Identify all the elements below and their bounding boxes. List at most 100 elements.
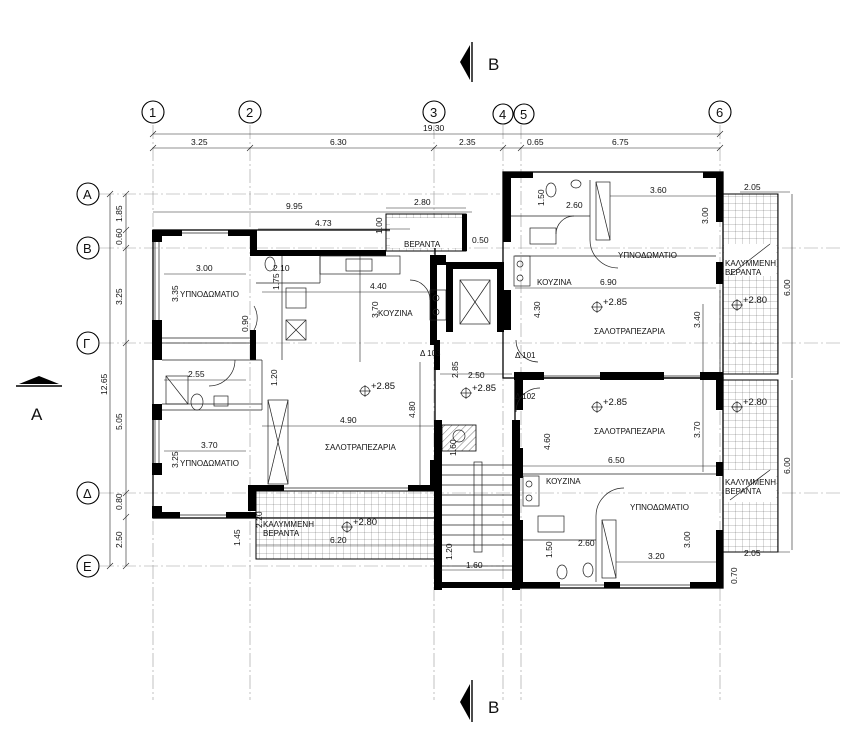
room-covered-veranda-w2: ΒΕΡΑΝΤΑ	[263, 529, 300, 538]
dim-120b: 1.20	[444, 543, 454, 560]
room-labels: ΥΠΝΟΔΩΜΑΤΙΟ ΥΠΝΟΔΩΜΑΤΙΟ ΚΟΥΖΙΝΑ ΣΑΛΟΤΡΑΠ…	[180, 240, 776, 538]
left-dimension-chain: 12.65 1.85 0.60 3.25 5.05 0.80 2.50	[99, 190, 130, 570]
dim-left-4: 5.05	[114, 413, 124, 430]
section-B-bottom: B	[488, 698, 499, 717]
dim-335: 3.35	[170, 285, 180, 302]
dim-255: 2.55	[188, 369, 205, 379]
dim-120: 1.20	[269, 369, 279, 386]
axis-G: Γ	[83, 336, 90, 351]
dim-left-5: 0.80	[114, 493, 124, 510]
axis-4: 4	[499, 107, 506, 122]
dim-205b: 2.05	[744, 548, 761, 558]
dim-150b: 1.50	[544, 541, 554, 558]
dim-440: 4.40	[370, 281, 387, 291]
axis-1: 1	[149, 105, 156, 120]
west-top-veranda	[385, 213, 467, 252]
axis-2: 2	[246, 105, 253, 120]
axis-3: 3	[430, 105, 437, 120]
dim-300b: 3.00	[700, 207, 710, 224]
se-apartment-walls	[514, 377, 724, 589]
dim-995: 9.95	[286, 201, 303, 211]
dim-360: 3.60	[650, 185, 667, 195]
section-B-top: B	[488, 55, 499, 74]
axis-D: Δ	[83, 486, 92, 501]
room-living-ne: ΣΑΛΟΤΡΑΠΕΖΑΡΙΑ	[594, 327, 666, 336]
dim-300c: 3.00	[682, 531, 692, 548]
axis-E: Ε	[83, 559, 92, 574]
dim-370b: 3.70	[201, 440, 218, 450]
room-covered-ne1: ΚΑΛΥΜΜΕΝΗ	[725, 259, 776, 268]
level-landing: +2.85	[472, 383, 496, 394]
door-d101: Δ 101	[515, 351, 536, 360]
stair-core	[434, 262, 520, 590]
room-kitchen-w: ΚΟΥΖΙΝΑ	[378, 309, 413, 318]
axis-A: Α	[83, 187, 92, 202]
se-covered-veranda	[722, 379, 779, 553]
dim-seg-4: 0.65	[527, 137, 544, 147]
ne-covered-veranda	[722, 193, 779, 375]
room-veranda-top: ΒΕΡΑΝΤΑ	[404, 240, 441, 249]
room-covered-veranda-w1: ΚΑΛΥΜΜΕΝΗ	[263, 520, 314, 529]
dim-205: 2.05	[744, 182, 761, 192]
interior-dim-texts: 9.95 4.73 2.80 1.00 0.50 3.00 3.35 2.10 …	[170, 182, 792, 584]
west-apartment-walls	[152, 229, 447, 519]
dim-seg-3: 2.35	[459, 137, 476, 147]
dim-260: 2.60	[566, 200, 583, 210]
level-veranda-se: +2.80	[743, 397, 767, 408]
dim-300: 3.00	[196, 263, 213, 273]
room-kitchen-se: ΚΟΥΖΙΝΑ	[546, 477, 581, 486]
room-bedroom-w2: ΥΠΝΟΔΩΜΑΤΙΟ	[180, 459, 239, 468]
door-d103: Δ 103	[420, 349, 441, 358]
dim-100: 1.00	[374, 217, 384, 234]
dim-473: 4.73	[315, 218, 332, 228]
room-covered-se2: ΒΕΡΑΝΤΑ	[725, 487, 762, 496]
dim-160: 1.60	[448, 439, 458, 456]
level-veranda-w: +2.80	[353, 517, 377, 528]
dim-280: 2.80	[414, 197, 431, 207]
level-veranda-ne: +2.80	[743, 295, 767, 306]
section-A: A	[31, 405, 43, 424]
level-marks: +2.85 +2.85 +2.80 +2.85 +2.80 +2.85 +2.8…	[341, 295, 767, 533]
dim-650: 6.50	[608, 455, 625, 465]
room-bedroom-se: ΥΠΝΟΔΩΜΑΤΙΟ	[630, 503, 689, 512]
room-living-se: ΣΑΛΟΤΡΑΠΕΖΑΡΙΑ	[594, 427, 666, 436]
dim-seg-1: 3.25	[191, 137, 208, 147]
axis-bubbles-numbers: 1 2 3 4 5 6	[141, 100, 732, 125]
dim-210: 2.10	[273, 263, 290, 273]
dim-total-height: 12.65	[99, 373, 109, 395]
axis-B: Β	[83, 241, 92, 256]
axis-bubbles-letters: Α Β Γ Δ Ε	[76, 182, 100, 578]
dim-left-1: 1.85	[114, 205, 124, 222]
dim-145: 1.45	[232, 529, 242, 546]
dim-600: 6.00	[782, 279, 792, 296]
dim-160b: 1.60	[466, 560, 483, 570]
room-bedroom-ne: ΥΠΝΟΔΩΜΑΤΙΟ	[618, 251, 677, 260]
dim-left-6: 2.50	[114, 531, 124, 548]
interior-dim-lines	[153, 191, 793, 571]
room-living-w: ΣΑΛΟΤΡΑΠΕΖΑΡΙΑ	[325, 443, 397, 452]
dim-090: 0.90	[240, 315, 250, 332]
dim-490: 4.90	[340, 415, 357, 425]
door-d102: Δ 102	[515, 392, 536, 401]
level-living-ne: +2.85	[603, 297, 627, 308]
dim-seg-5: 6.75	[612, 137, 629, 147]
section-markers: B B A	[16, 42, 499, 722]
door-tags: Δ 103 Δ 101 Δ 102	[420, 349, 536, 401]
dim-690: 6.90	[600, 277, 617, 287]
dim-seg-2: 6.30	[330, 137, 347, 147]
level-living-se: +2.85	[603, 397, 627, 408]
room-covered-ne2: ΒΕΡΑΝΤΑ	[725, 268, 762, 277]
dim-370c: 3.70	[692, 421, 702, 438]
dim-340: 3.40	[692, 311, 702, 328]
dim-460: 4.60	[542, 433, 552, 450]
room-covered-se1: ΚΑΛΥΜΜΕΝΗ	[725, 478, 776, 487]
dim-left-3: 3.25	[114, 288, 124, 305]
axis-6: 6	[716, 105, 723, 120]
dim-600b: 6.00	[782, 457, 792, 474]
dim-480: 4.80	[407, 401, 417, 418]
dim-total-width: 19.30	[423, 123, 445, 133]
room-bedroom-w1: ΥΠΝΟΔΩΜΑΤΙΟ	[180, 290, 239, 299]
dim-175: 1.75	[271, 273, 281, 290]
dim-220: 2.20	[254, 511, 264, 528]
